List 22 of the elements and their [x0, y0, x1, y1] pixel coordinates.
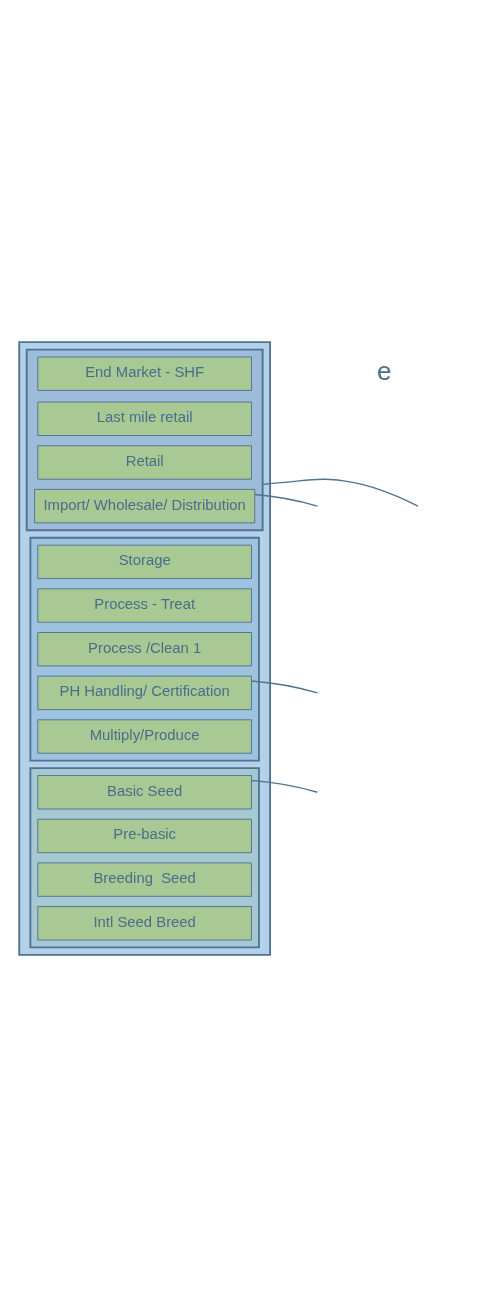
node-box: Basic Seed — [37, 774, 252, 809]
cluster — [29, 536, 260, 762]
cluster — [25, 348, 264, 531]
node-box: Pre-basic — [37, 818, 252, 853]
label: e — [377, 355, 392, 386]
node-box: Intl Seed Breed — [37, 905, 252, 940]
connector — [250, 779, 319, 793]
node-box: End Market - SHF — [37, 356, 252, 391]
node-box: Retail — [37, 444, 252, 480]
node-box: Process - Treat — [37, 587, 252, 623]
cluster — [18, 340, 271, 956]
node-box: Last mile retail — [37, 401, 252, 436]
connector — [261, 478, 419, 507]
node-box: Multiply/Produce — [37, 718, 252, 754]
node-box: Process /Clean 1 — [37, 631, 252, 666]
connector — [254, 493, 319, 507]
node-box: Breeding Seed — [37, 861, 252, 897]
node-box: Import/ Wholesale/ Distribution — [34, 488, 256, 523]
node-box: PH Handling/ Certification — [37, 675, 252, 710]
connector — [250, 679, 319, 694]
cluster — [29, 766, 260, 948]
node-box: Storage — [37, 544, 252, 579]
